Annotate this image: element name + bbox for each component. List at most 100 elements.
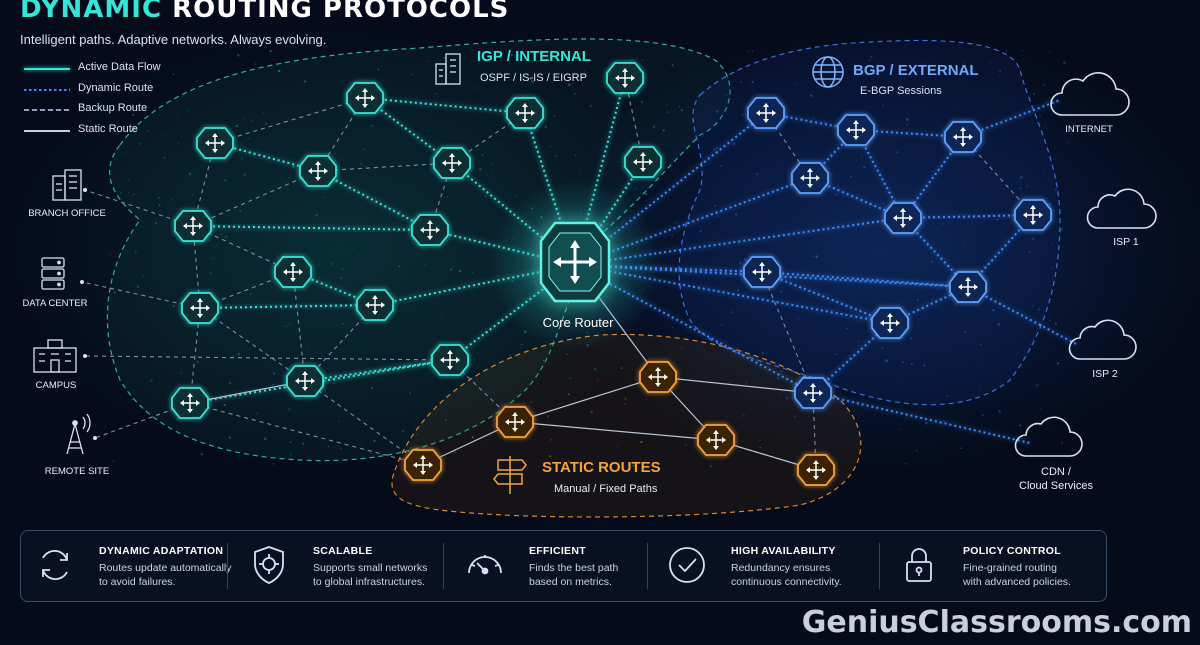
igp-router-node[interactable] [506,97,544,129]
background-dot [479,168,482,171]
bgp-router-node[interactable] [743,256,781,288]
igp-router-node[interactable] [411,214,449,246]
endpoint-data-center[interactable]: DATA CENTER [22,257,88,309]
background-dot [224,235,228,238]
background-dot [1031,237,1035,241]
igp-router-node[interactable] [624,146,662,178]
bgp-router-node[interactable] [944,121,982,153]
background-dot [1054,188,1058,191]
background-dot [196,360,199,363]
static-router-node[interactable] [496,406,534,438]
background-dot [223,403,226,407]
background-dot [530,401,533,403]
background-dot [732,142,736,146]
igp-router-node[interactable] [196,127,234,159]
background-dot [443,56,445,59]
background-dot [624,397,627,401]
background-dot [370,452,372,455]
background-dot [925,422,928,425]
background-dot [146,129,149,133]
endpoint-isp-2[interactable]: ISP 2 [1068,319,1137,380]
igp-router-node[interactable] [171,387,209,419]
bgp-router-node[interactable] [949,271,987,303]
igp-router-node[interactable] [174,210,212,242]
igp-router-node[interactable] [299,155,337,187]
background-dot [997,323,1000,326]
background-dot [411,73,414,76]
static-route-link [657,376,814,394]
background-dot [943,420,946,423]
bgp-router-node[interactable] [871,307,909,339]
static-router-node[interactable] [404,449,442,481]
endpoint-cdn-cloud-services[interactable]: CDN /Cloud Services [1014,416,1094,492]
static-router-node[interactable] [797,454,835,486]
bgp-router-node[interactable] [1014,199,1052,231]
bgp-router-node[interactable] [794,377,832,409]
arrows-cross-icon [803,383,823,403]
watermark: GeniusClassrooms.com [801,605,1192,640]
background-dot [791,332,793,334]
background-dot [714,204,717,207]
endpoint-internet[interactable]: INTERNET [1050,72,1130,135]
bgp-router-node[interactable] [837,114,875,146]
core-router[interactable] [539,221,611,303]
background-dot [158,204,161,206]
bgp-router-node[interactable] [884,202,922,234]
background-dot [491,162,494,165]
background-dot [910,337,913,340]
background-dot [565,353,568,356]
igp-router-node[interactable] [346,82,384,114]
endpoint-campus[interactable]: CAMPUS [33,339,77,391]
endpoint-branch-office[interactable]: BRANCH OFFICE [28,169,106,219]
background-dot [780,370,783,373]
feature-scalable: SCALABLE Supports small networks to glob… [247,539,447,593]
igp-subtitle: OSPF / IS-IS / EIGRP [480,72,587,84]
background-dot [777,377,780,380]
background-dot [658,287,660,289]
igp-router-node[interactable] [356,289,394,321]
background-dot [704,91,706,93]
background-dot [948,221,950,223]
background-dot [870,55,873,58]
background-dot [361,348,363,350]
background-dot [435,92,438,96]
igp-router-node[interactable] [431,344,469,376]
server-icon [41,257,65,290]
endpoint-remote-site[interactable]: REMOTE SITE [45,413,109,477]
background-dot [796,84,798,86]
igp-router-node[interactable] [433,147,471,179]
bgp-router-node[interactable] [791,162,829,194]
background-dot [695,210,697,212]
background-dot [109,253,111,256]
background-dot [112,459,115,462]
endpoint-isp-1[interactable]: ISP 1 [1086,188,1157,248]
igp-router-node[interactable] [181,292,219,324]
igp-router-node[interactable] [286,365,324,397]
background-dot [416,433,418,436]
background-dot [863,166,866,169]
building-icon [435,53,461,85]
background-dot [815,255,819,258]
background-dot [979,343,982,346]
background-dot [511,97,514,100]
background-dot [900,376,902,378]
background-dot [1021,367,1023,369]
igp-router-node[interactable] [606,62,644,94]
background-dot [1039,114,1041,117]
static-router-node[interactable] [639,361,677,393]
background-dot [427,129,430,131]
background-dot [998,410,1001,413]
background-dot [741,113,744,116]
arrows-cross-icon [880,313,900,333]
background-dot [672,326,674,329]
background-dot [671,234,673,236]
background-dot [810,94,813,97]
static-router-node[interactable] [697,424,735,456]
lock-icon [906,548,932,582]
igp-router-node[interactable] [274,256,312,288]
background-dot [346,366,348,368]
bgp-router-node[interactable] [747,97,785,129]
feature-efficient: EFFICIENT Finds the best path based on m… [463,539,663,593]
background-dot [1048,203,1051,206]
